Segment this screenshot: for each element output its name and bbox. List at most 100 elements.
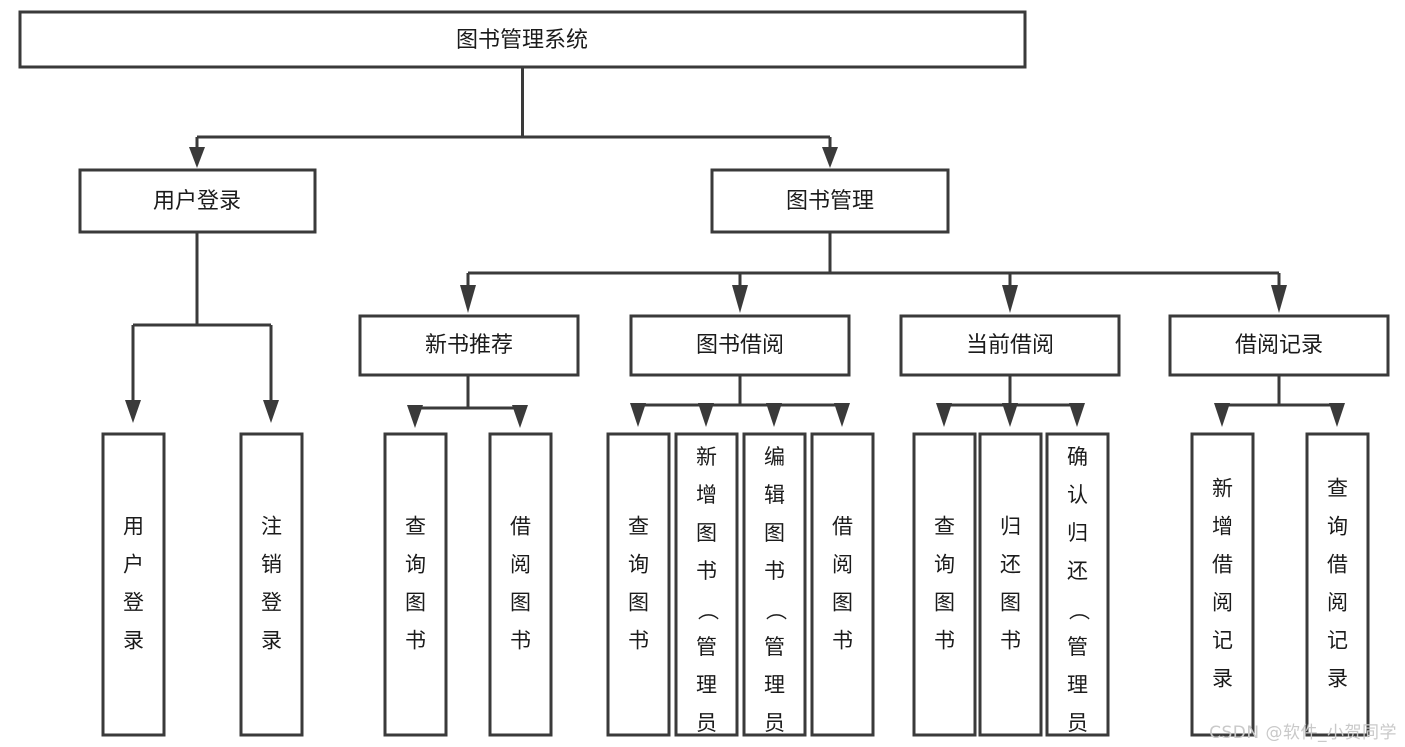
leaf-new-book-recommend-1-glyph: 查 [405,515,426,539]
leaf-borrow-record-1-glyph: 录 [1212,667,1233,691]
leaf-new-book-recommend-2-box[interactable] [488,432,553,737]
leaf-book-borrow-4-box[interactable] [810,432,875,737]
arrow-head-leaf-bb-4 [834,403,850,427]
node-current-borrow[interactable]: 当前借阅 [899,314,1121,377]
leaf-user-login-1-box[interactable] [101,432,166,737]
leaf-current-borrow-3-glyph: （ [1067,600,1091,621]
leaf-book-borrow-3-glyph: （ [764,600,788,621]
node-book-management-box[interactable] [710,168,950,234]
leaf-book-borrow-3-box[interactable] [742,432,807,737]
node-borrow-record[interactable]: 借阅记录 [1168,314,1390,377]
leaf-current-borrow-3-glyph: 员 [1067,711,1088,735]
node-book-management[interactable]: 图书管理 [710,168,950,234]
leaf-book-borrow-1-glyph: 查 [628,515,649,539]
arrow-head-leaf-cb-3 [1069,403,1085,427]
node-new-book-recommend[interactable]: 新书推荐 [358,314,580,377]
leaf-book-borrow-2-glyph: 管 [696,635,717,659]
node-user-login-label: 用户登录 [153,189,241,214]
leaf-current-borrow-1-glyph: 询 [934,553,955,577]
arrow-head-leaf-bb-1 [630,403,646,427]
leaf-book-borrow-4-glyph: 阅 [832,553,853,577]
leaf-current-borrow-1-box[interactable] [912,432,977,737]
leaf-current-borrow-2-glyph: 还 [1000,553,1021,577]
arrow-head-leaf-br-1 [1214,403,1230,427]
node-book-borrow-box[interactable] [629,314,851,377]
leaf-current-borrow-2-glyph: 书 [1000,629,1021,653]
leaf-borrow-record-1-glyph: 借 [1212,553,1233,577]
node-user-login[interactable]: 用户登录 [78,168,317,234]
leaf-user-login-1-glyph: 户 [123,553,144,577]
leaf-borrow-record-1-box[interactable] [1190,432,1255,737]
leaf-book-borrow-1-glyph: 询 [628,553,649,577]
leaf-current-borrow-1[interactable] [912,432,977,737]
node-root[interactable]: 图书管理系统 [18,10,1027,69]
leaf-book-borrow-2-glyph: 图 [696,521,717,545]
leaf-book-borrow-4[interactable] [810,432,875,737]
leaf-book-borrow-2-glyph: 员 [696,711,717,735]
leaf-book-borrow-1-box[interactable] [606,432,671,737]
leaf-user-login-2-glyph: 录 [261,629,282,653]
leaf-new-book-recommend-1-box[interactable] [383,432,448,737]
node-borrow-record-box[interactable] [1168,314,1390,377]
connector-group-book-mgmt [460,232,1287,313]
leaf-borrow-record-1[interactable] [1190,432,1255,737]
node-new-book-recommend-box[interactable] [358,314,580,377]
leaf-user-login-2-box[interactable] [239,432,304,737]
leaf-current-borrow-3-box[interactable] [1045,432,1110,737]
node-new-book-recommend-label: 新书推荐 [425,333,513,358]
leaf-new-book-recommend-2-glyph: 阅 [510,553,531,577]
connector-group-book-borrow [630,375,850,427]
node-user-login-box[interactable] [78,168,317,234]
leaf-user-login-1[interactable] [101,432,166,737]
leaf-borrow-record-1-glyph: 新 [1212,477,1233,501]
arrow-head-borrow-record [1271,285,1287,313]
leaf-user-login-2[interactable] [239,432,304,737]
node-current-borrow-box[interactable] [899,314,1121,377]
leaf-current-borrow-1-glyph: 书 [934,629,955,653]
leaf-borrow-record-1-glyph: 增 [1212,515,1233,539]
leaf-borrow-record-2[interactable] [1305,432,1370,737]
leaf-current-borrow-3[interactable] [1045,432,1110,737]
leaf-book-borrow-3-glyph: 书 [764,559,785,583]
leaf-borrow-record-2-glyph: 借 [1327,553,1348,577]
node-book-borrow[interactable]: 图书借阅 [629,314,851,377]
leaf-user-login-2-glyph: 销 [261,553,282,577]
leaf-new-book-recommend-1[interactable] [383,432,448,737]
arrow-head-user-login [189,147,205,168]
connector-group-new-book-recommend [407,375,528,428]
arrow-head-current-borrow [1002,285,1018,313]
leaf-user-login-1-label: 用户登录 [123,515,144,653]
node-root-box[interactable] [18,10,1027,69]
connector-group-borrow-record [1214,375,1345,427]
leaf-book-borrow-2-box[interactable] [674,432,739,737]
leaf-new-book-recommend-2[interactable] [488,432,553,737]
leaf-current-borrow-1-glyph: 图 [934,591,955,615]
leaf-current-borrow-3-glyph: 理 [1067,673,1088,697]
leaf-borrow-record-2-box[interactable] [1305,432,1370,737]
leaf-book-borrow-1[interactable] [606,432,671,737]
leaf-book-borrow-2[interactable] [674,432,739,737]
leaf-borrow-record-2-glyph: 阅 [1327,591,1348,615]
connector-group-current-borrow [936,375,1085,427]
leaf-current-borrow-3-glyph: 认 [1067,483,1088,507]
leaf-current-borrow-3-glyph: 管 [1067,635,1088,659]
leaf-book-borrow-3-glyph: 编 [764,445,785,469]
leaf-book-borrow-2-glyph: 理 [696,673,717,697]
leaf-book-borrow-3-glyph: 员 [764,711,785,735]
leaf-book-borrow-2-glyph: 新 [696,445,717,469]
leaf-current-borrow-3-glyph: 还 [1067,559,1088,583]
leaf-current-borrow-1-glyph: 查 [934,515,955,539]
leaf-current-borrow-2-box[interactable] [978,432,1043,737]
leaf-current-borrow-2[interactable] [978,432,1043,737]
leaf-user-login-1-glyph: 用 [123,515,144,539]
leaf-book-borrow-3[interactable] [742,432,807,737]
